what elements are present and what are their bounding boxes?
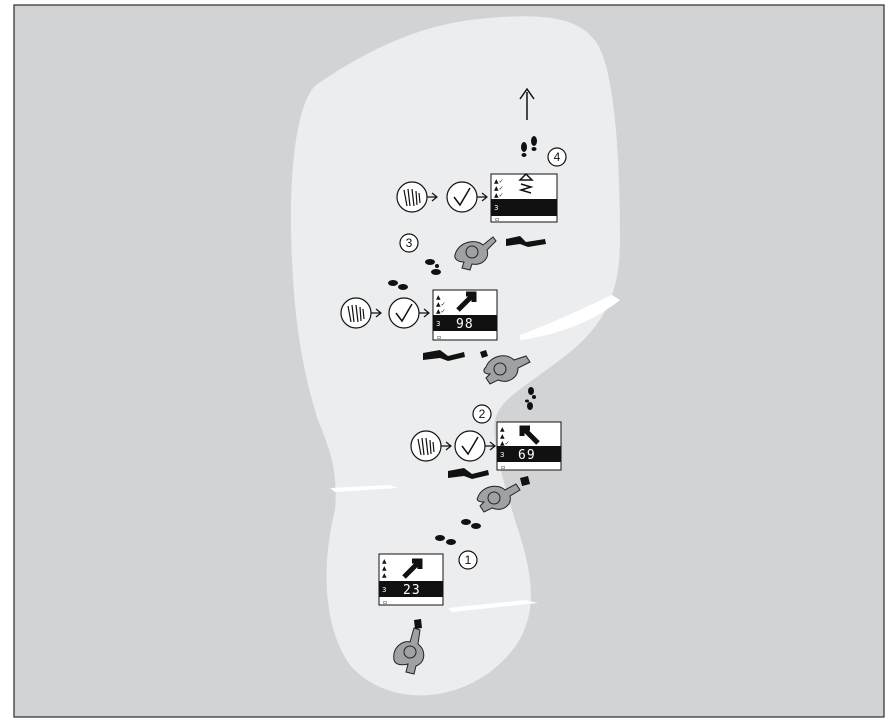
step-2-marker: 2 — [473, 405, 491, 423]
svg-text:▫: ▫ — [383, 599, 387, 606]
step-label: 1 — [465, 553, 472, 567]
step-1-marker: 1 — [459, 551, 477, 569]
svg-text:▫: ▫ — [437, 334, 441, 341]
distance-reading: 98 — [456, 317, 474, 332]
row-three: 3 — [382, 586, 386, 594]
svg-text:▲✓: ▲✓ — [494, 192, 504, 199]
svg-text:▲: ▲ — [500, 426, 505, 433]
receiver-display: ▲ ▲ ▲ 3 23 ▫ — [379, 554, 443, 606]
svg-text:▫: ▫ — [495, 216, 499, 223]
distance-reading: 23 — [403, 583, 421, 598]
receiver-display: ▲ ▲ ▲✓ 3 69 ▫ — [497, 422, 561, 471]
svg-text:▲✓: ▲✓ — [500, 440, 510, 447]
svg-text:▲✓: ▲✓ — [436, 308, 446, 315]
step-4-marker: 4 — [548, 148, 566, 166]
row-three: 3 — [500, 451, 504, 459]
receiver-display: ▲ ▲✓ ▲✓ 3 98 ▫ — [433, 290, 497, 341]
step-label: 3 — [406, 236, 413, 250]
svg-text:▲✓: ▲✓ — [494, 178, 504, 185]
svg-text:▲: ▲ — [436, 294, 441, 301]
svg-text:▲: ▲ — [382, 558, 387, 565]
svg-text:▲✓: ▲✓ — [494, 185, 504, 192]
step-3-marker: 3 — [400, 234, 418, 252]
svg-text:▲: ▲ — [382, 572, 387, 579]
svg-text:▲: ▲ — [382, 565, 387, 572]
svg-text:▲✓: ▲✓ — [436, 301, 446, 308]
distance-reading: 69 — [518, 448, 536, 463]
row-three: 3 — [494, 204, 498, 212]
step-label: 2 — [479, 407, 486, 421]
svg-text:▫: ▫ — [501, 464, 505, 471]
row-three: 3 — [436, 320, 440, 328]
svg-text:▲: ▲ — [500, 433, 505, 440]
receiver-display: ▲✓ ▲✓ ▲✓ 3 ▫ — [491, 174, 557, 223]
step-label: 4 — [554, 150, 561, 164]
